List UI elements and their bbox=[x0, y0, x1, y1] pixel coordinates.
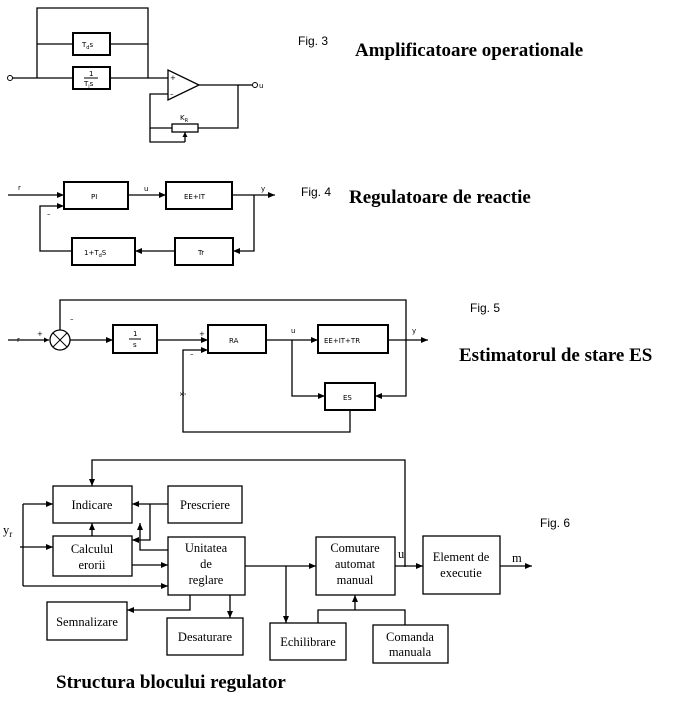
fig4-label: Fig. 4 bbox=[301, 185, 331, 199]
fig4-ee-label: EE+IT bbox=[184, 193, 206, 201]
fig6-label: Fig. 6 bbox=[540, 516, 570, 530]
fig6-m-label: m bbox=[512, 551, 522, 565]
fig5-xhat-label: x̂ bbox=[178, 392, 186, 396]
fig6-unitatea-line2: de bbox=[200, 557, 212, 571]
fig5-u-label: u bbox=[291, 327, 295, 335]
fig4-output-label: y bbox=[261, 185, 265, 193]
fig6-title: Structura blocului regulator bbox=[56, 672, 286, 693]
fig4-tr-label: Tr bbox=[197, 249, 204, 257]
fig6-semnalizare-label: Semnalizare bbox=[56, 615, 118, 629]
fig3-title: Amplificatoare operationale bbox=[355, 40, 583, 61]
fig5-label: Fig. 5 bbox=[470, 301, 500, 315]
fig5-diagram: r + – 1 s RA u EE+IT+TR y ES – + x̂ bbox=[8, 299, 428, 433]
fig5-es-block bbox=[324, 382, 376, 411]
fig5-title: Estimatorul de stare ES bbox=[459, 345, 652, 366]
fig6-prescriere-label: Prescriere bbox=[180, 498, 230, 512]
fig6-echilibrare-block bbox=[269, 622, 347, 661]
fig5-int-denominator: s bbox=[133, 341, 137, 349]
fig6-element-block bbox=[422, 535, 501, 595]
fig3-kr-label: KR bbox=[180, 114, 189, 124]
fig6-prescriere-block bbox=[167, 485, 243, 524]
fig6-unitatea-line3: reglare bbox=[189, 573, 224, 587]
fig6-comutare-line2: automat bbox=[335, 557, 376, 571]
fig3-label: Fig. 3 bbox=[298, 34, 328, 48]
fig4-pi-label: PI bbox=[91, 193, 97, 201]
fig6-element-line1: Element de bbox=[433, 550, 490, 564]
fig5-ra-minus: – bbox=[190, 350, 194, 358]
fig6-calculul-line1: Calculul bbox=[71, 542, 114, 556]
fig6-comanda-block bbox=[372, 624, 449, 664]
fig3-td-label: Tds bbox=[81, 41, 93, 51]
fig5-es-label: ES bbox=[343, 394, 352, 402]
fig4-diagram: r PI u EE+IT y Tr 1+TdS – bbox=[8, 181, 275, 266]
fig6-comutare-line1: Comutare bbox=[330, 541, 380, 555]
fig6-comanda-line2: manuala bbox=[389, 645, 432, 659]
fig6-semnalizare-block bbox=[46, 601, 128, 641]
fig5-plus-sign: + bbox=[37, 330, 43, 338]
fig3-input-terminal bbox=[7, 75, 13, 81]
fig6-element-line2: executie bbox=[440, 566, 482, 580]
fig3-potentiometer bbox=[171, 123, 199, 133]
fig6-desaturare-block bbox=[166, 617, 244, 656]
fig5-minus-sign: – bbox=[70, 315, 74, 323]
fig3-opamp bbox=[167, 68, 201, 102]
fig4-input-label: r bbox=[18, 184, 21, 192]
fig6-unitatea-line1: Unitatea bbox=[185, 541, 228, 555]
fig3-td-block bbox=[72, 32, 111, 56]
fig4-ee-block bbox=[165, 181, 233, 210]
fig3-ti-numerator: 1 bbox=[89, 70, 93, 78]
svg-text:+: + bbox=[170, 74, 176, 82]
fig6-comanda-line1: Comanda bbox=[386, 630, 434, 644]
fig3-output-terminal bbox=[252, 82, 258, 88]
svg-text:–: – bbox=[170, 90, 174, 98]
fig3-outer-loop bbox=[36, 7, 149, 78]
fig4-feedback-label: 1+TdS bbox=[84, 249, 107, 259]
fig5-ra-plus: + bbox=[199, 330, 205, 338]
fig5-outer-feedback bbox=[59, 299, 407, 340]
fig6-echilibrare-label: Echilibrare bbox=[280, 635, 336, 649]
fig5-ra-label: RA bbox=[229, 337, 239, 345]
fig3-ti-denominator: Tis bbox=[83, 80, 94, 90]
fig6-diagram: yr Indicare Prescriere Calculul erorii U… bbox=[3, 459, 532, 664]
fig5-ra-block bbox=[207, 324, 267, 354]
fig3-output-label: u bbox=[259, 82, 263, 90]
fig6-calculul-block bbox=[52, 535, 133, 577]
fig3-diagram: Tds 1 Tis + – u KR bbox=[7, 7, 263, 143]
fig5-int-numerator: 1 bbox=[133, 330, 137, 338]
fig6-desaturare-label: Desaturare bbox=[178, 630, 233, 644]
fig5-plant-label: EE+IT+TR bbox=[324, 337, 360, 345]
fig5-output-label: y bbox=[412, 327, 416, 335]
fig4-minus-sign: – bbox=[47, 210, 51, 218]
fig6-calculul-line2: erorii bbox=[78, 558, 106, 572]
fig4-u-label: u bbox=[144, 185, 148, 193]
fig6-indicare-label: Indicare bbox=[72, 498, 113, 512]
fig4-feedback-block bbox=[71, 237, 136, 266]
fig3-feedback-wire bbox=[198, 84, 239, 129]
fig4-title: Regulatoare de reactie bbox=[349, 187, 531, 208]
fig6-comutare-line3: manual bbox=[337, 573, 374, 587]
fig5-plant-block bbox=[317, 324, 389, 354]
fig6-input-label: yr bbox=[3, 523, 12, 539]
fig6-u-label: u bbox=[398, 547, 405, 561]
